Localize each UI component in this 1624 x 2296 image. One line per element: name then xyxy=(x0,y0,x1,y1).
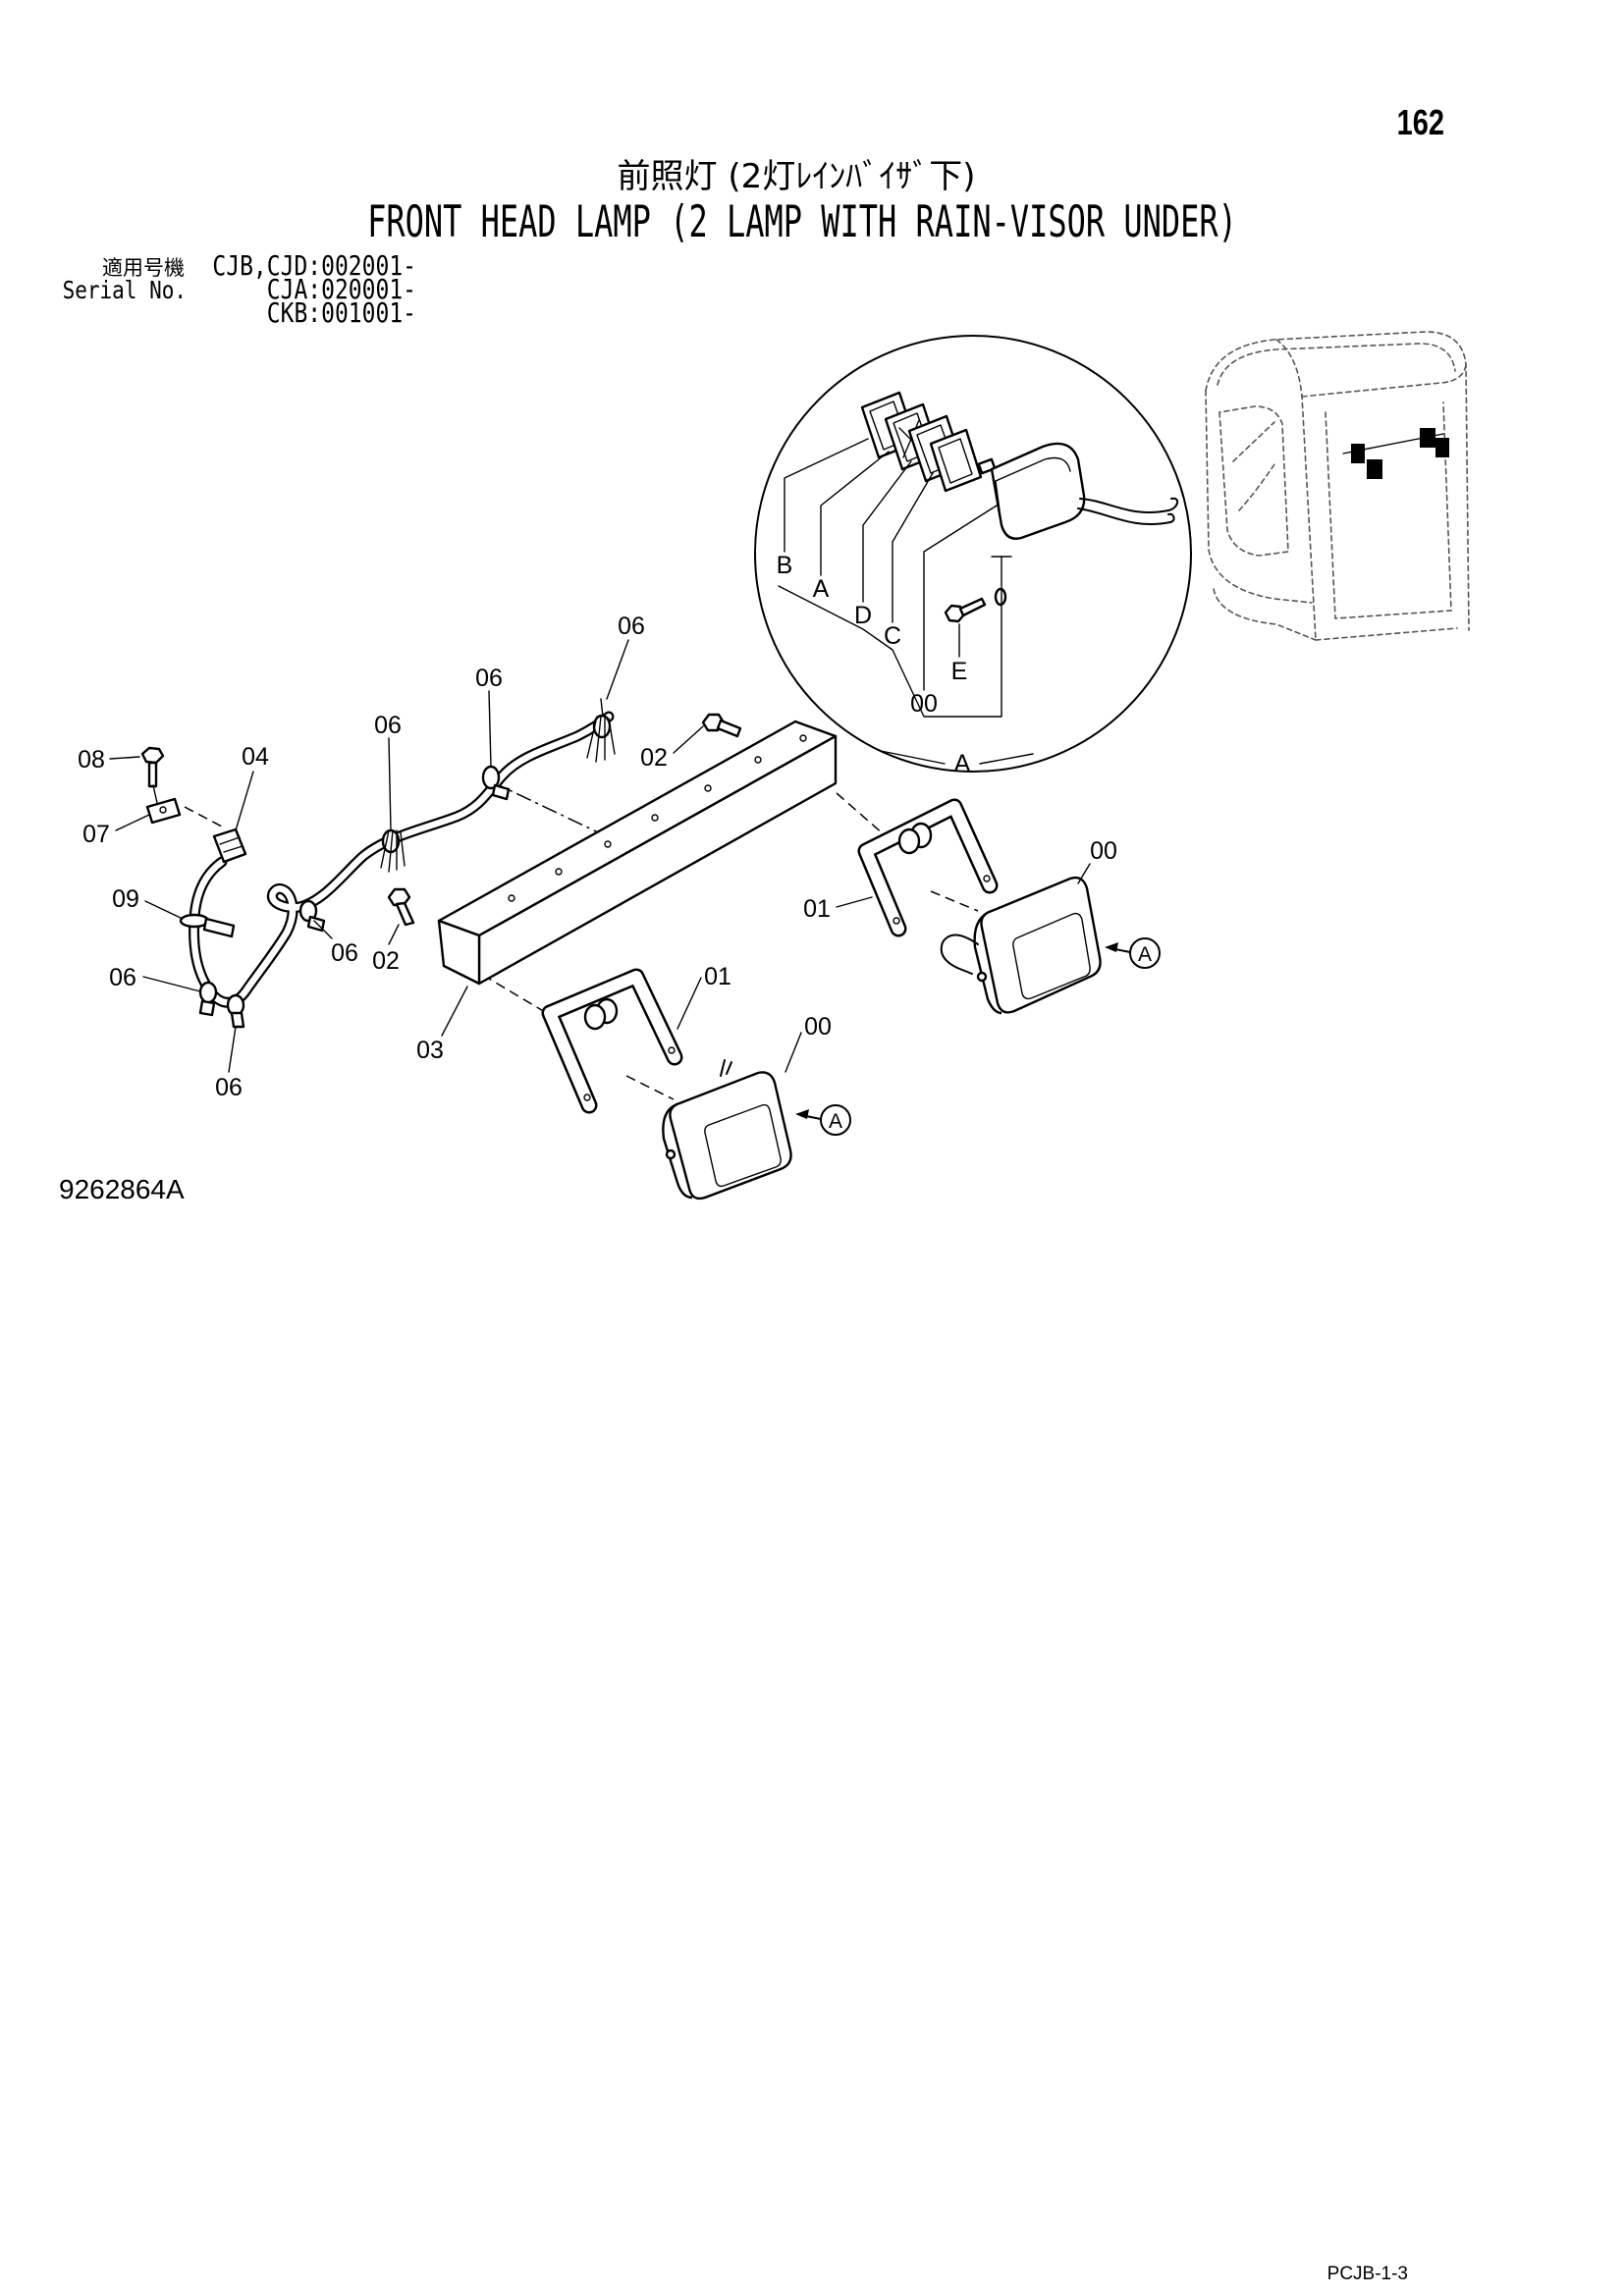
frame-c xyxy=(929,428,983,493)
detail-label-e: E xyxy=(951,658,968,685)
view-ref-a-left-label: A xyxy=(829,1110,842,1133)
arrow-left-icon xyxy=(795,1109,809,1119)
callout-06: 06 xyxy=(374,712,402,739)
clip-06 xyxy=(226,993,245,1029)
bolt-08 xyxy=(140,746,165,788)
plate-07 xyxy=(145,784,182,825)
detail-reference-a: A xyxy=(954,750,971,777)
clamp-09 xyxy=(179,913,236,938)
detail-label-d: D xyxy=(854,602,872,629)
arrow-left-icon xyxy=(1105,942,1118,952)
clip-06-group xyxy=(198,698,616,1029)
serial-label-japanese: 適用号機 xyxy=(102,256,185,280)
mounting-bar-03 xyxy=(437,720,838,986)
detail-label-c: C xyxy=(884,622,901,650)
head-lamp-left xyxy=(662,1059,792,1201)
callout-02: 02 xyxy=(372,947,400,975)
callout-01: 01 xyxy=(704,963,731,990)
detail-label-b: B xyxy=(777,552,793,579)
callout-09: 09 xyxy=(112,885,139,913)
exploded-assembly: A A xyxy=(78,613,1161,1201)
connector-04 xyxy=(212,828,247,864)
callout-06: 06 xyxy=(109,964,136,991)
page-number: 162 xyxy=(1397,102,1444,142)
cab-lamp-icon xyxy=(1435,438,1449,457)
callout-labels: 08 04 07 09 06 06 06 06 06 02 06 02 03 0… xyxy=(78,613,1117,1101)
cab-lamp-icon xyxy=(1351,444,1365,463)
view-ref-a-right: A xyxy=(1105,937,1161,969)
detail-view: B A D C E 00 A xyxy=(754,335,1192,777)
callout-06: 06 xyxy=(331,939,358,967)
drawing-number: 9262864A xyxy=(59,1174,185,1204)
bolt-02-lower xyxy=(387,887,415,927)
callout-00: 00 xyxy=(1090,837,1117,865)
clip-06 xyxy=(481,765,511,801)
bolt-02-upper xyxy=(701,713,742,738)
callout-01: 01 xyxy=(803,895,831,923)
head-lamp-body xyxy=(977,442,1179,540)
callout-06: 06 xyxy=(215,1074,243,1101)
serial-range-3: CKB:001001- xyxy=(267,296,416,329)
detail-label-00: 00 xyxy=(910,690,938,718)
serial-label-english: Serial No. xyxy=(63,276,187,304)
serial-range-2: CJA:020001- xyxy=(267,273,416,305)
page-footer-code: PCJB-1-3 xyxy=(1327,2264,1408,2284)
head-lamp-right xyxy=(940,876,1102,1015)
cab-lamp-icon xyxy=(1367,459,1382,479)
callout-06: 06 xyxy=(618,613,645,640)
callout-06: 06 xyxy=(475,665,503,692)
view-ref-a-left: A xyxy=(795,1104,851,1136)
view-ref-a-right-label: A xyxy=(1138,943,1152,966)
callout-04: 04 xyxy=(242,743,269,771)
clip-06 xyxy=(198,981,218,1017)
detail-leader-lines xyxy=(778,438,1034,765)
serial-range-1: CJB,CJD:002001- xyxy=(212,249,416,282)
detail-label-a: A xyxy=(813,575,830,603)
title-japanese: 前照灯 (2灯ﾚｲﾝﾊﾞｲｻﾞ下) xyxy=(618,157,976,196)
serial-number-block: 適用号機 CJB,CJD:002001- Serial No. CJA:0200… xyxy=(63,249,416,329)
callout-03: 03 xyxy=(416,1037,444,1064)
clip-06 xyxy=(586,698,616,763)
screw-e xyxy=(944,587,1007,623)
title-english: FRONT HEAD LAMP (2 LAMP WITH RAIN-VISOR … xyxy=(367,197,1237,248)
cab-lamp-icon xyxy=(1420,428,1435,448)
detail-circle xyxy=(754,335,1192,773)
callout-07: 07 xyxy=(82,821,110,848)
callout-leader-lines xyxy=(109,639,1091,1073)
callout-08: 08 xyxy=(78,746,105,774)
bracket-01-left xyxy=(541,968,683,1114)
callout-02: 02 xyxy=(640,744,668,772)
bracket-01-right xyxy=(857,798,999,937)
page-header: 162 前照灯 (2灯ﾚｲﾝﾊﾞｲｻﾞ下) FRONT HEAD LAMP (2… xyxy=(367,102,1444,248)
callout-00: 00 xyxy=(804,1013,832,1041)
cab-locator-view xyxy=(1205,331,1470,641)
